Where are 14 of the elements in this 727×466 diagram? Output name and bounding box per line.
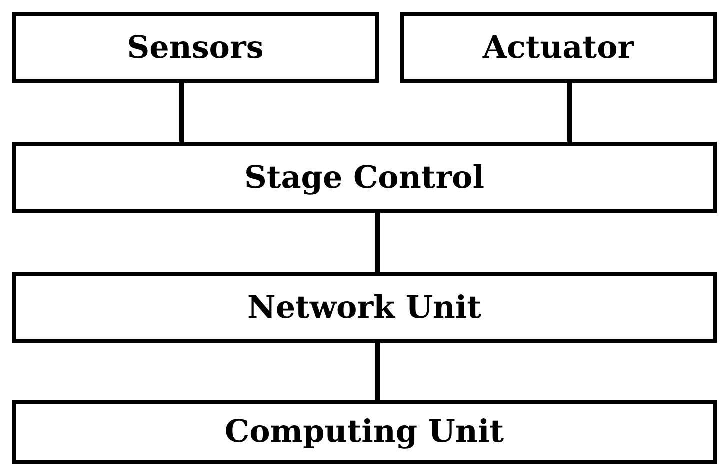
box-label: Computing Unit <box>224 414 504 450</box>
box-label: Network Unit <box>247 290 482 326</box>
process-box <box>12 272 717 343</box>
connector-line <box>568 83 572 142</box>
box-label: Sensors <box>127 30 264 66</box>
process-box <box>12 12 379 83</box>
box-label: Stage Control <box>244 160 484 196</box>
connector-line <box>180 83 184 142</box>
connector-line <box>376 343 380 400</box>
process-box <box>12 400 717 464</box>
box-label: Actuator <box>482 30 634 66</box>
connector-line <box>376 213 380 272</box>
process-box <box>400 12 717 83</box>
process-box <box>12 142 717 213</box>
